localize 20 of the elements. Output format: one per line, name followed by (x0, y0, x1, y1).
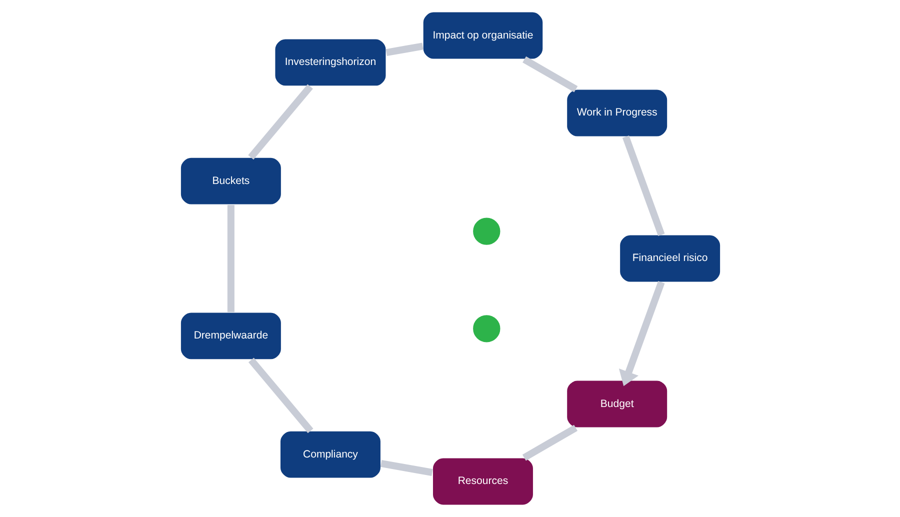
node-box: Impact op organisatie (422, 11, 543, 60)
connector (622, 135, 664, 236)
node-box: Buckets (180, 156, 282, 206)
node-box: Investeringshorizon (274, 38, 386, 87)
connector (522, 424, 578, 461)
connector (522, 56, 578, 92)
connector (226, 204, 234, 312)
connector (380, 460, 432, 476)
arrow (618, 281, 664, 386)
connector (248, 358, 313, 434)
node-circle (472, 314, 501, 344)
node-box: Work in Progress (566, 88, 668, 138)
node-box: Resources (432, 457, 534, 506)
node-box: Financieel risico (618, 234, 720, 283)
node-box: Budget (566, 380, 668, 428)
node-circle (472, 216, 501, 246)
node-box: Compliancy (279, 430, 381, 479)
connector (248, 84, 312, 160)
connector (385, 42, 423, 56)
node-box: Drempelwaarde (180, 312, 282, 360)
